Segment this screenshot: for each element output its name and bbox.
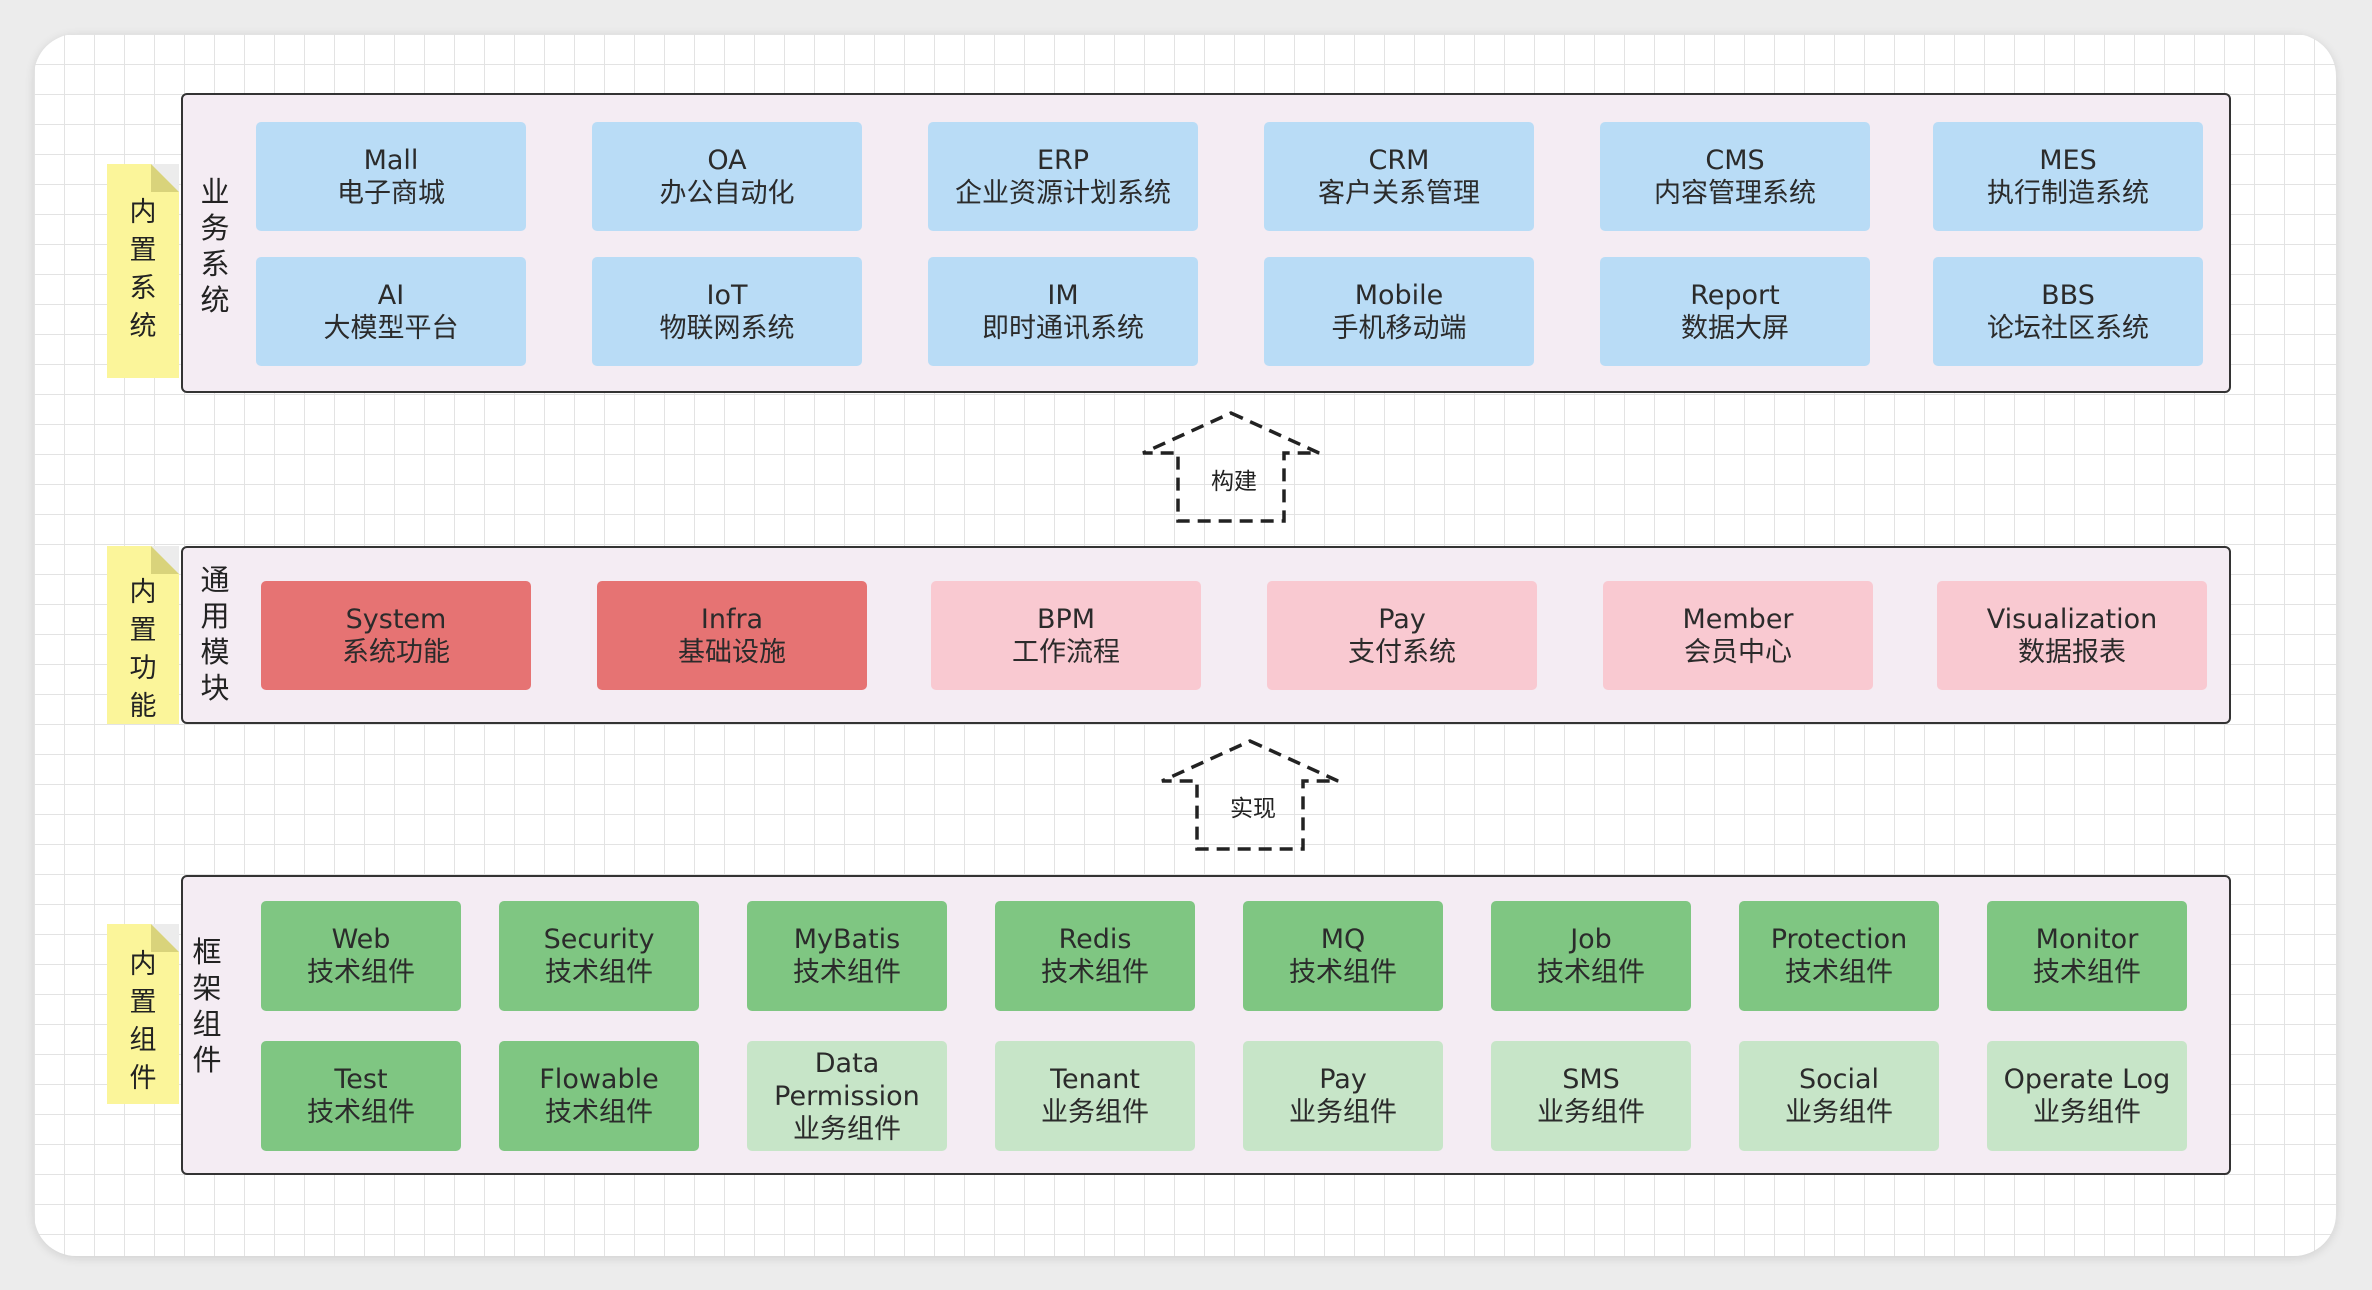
note-label-built-in-functions: 内置功能: [129, 577, 157, 722]
panel-title-business-systems: 业务系统: [200, 175, 230, 317]
implement-arrow-icon: [1161, 739, 1339, 851]
note-built-in-components: [107, 924, 179, 1104]
implement-arrow-label: 实现: [1230, 796, 1276, 822]
build-arrow-label: 构建: [1211, 469, 1257, 495]
note-label-built-in-systems: 内置系统: [129, 197, 157, 342]
note-built-in-systems: [107, 164, 179, 378]
build-arrow-icon: [1142, 411, 1320, 523]
panel-title-common-modules: 通用模块: [200, 563, 230, 705]
note-built-in-functions: [107, 546, 179, 724]
panel-title-framework-components: 框架组件: [192, 935, 222, 1077]
note-label-built-in-components: 内置组件: [129, 949, 157, 1094]
